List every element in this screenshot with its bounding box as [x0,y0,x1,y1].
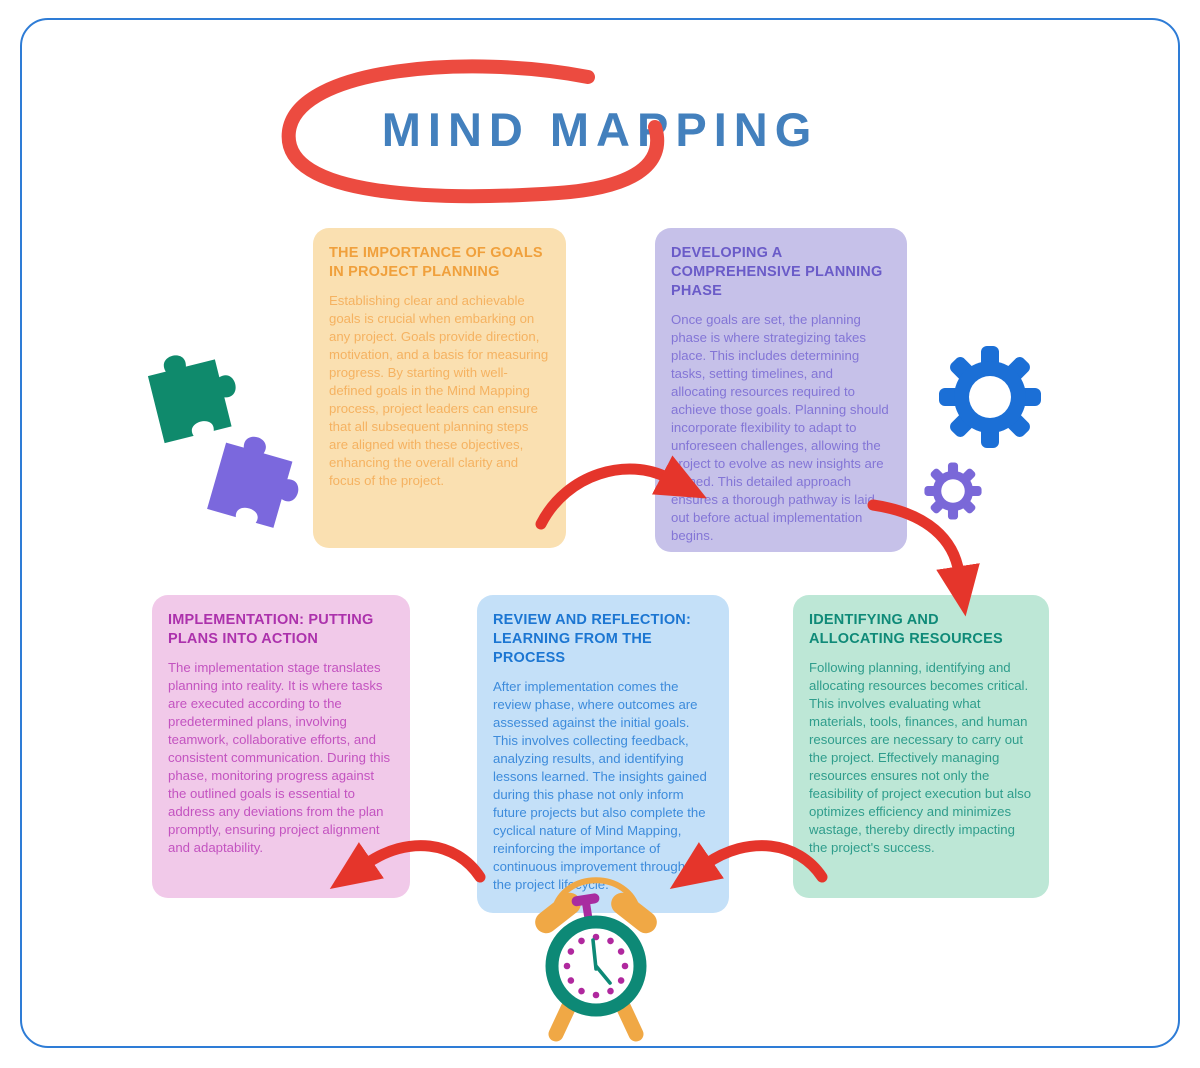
card-review-body: After implementation comes the review ph… [493,679,707,892]
card-planning-body: Once goals are set, the planning phase i… [671,312,889,543]
purple-gear-icon [924,462,982,520]
blue-gear-icon [939,346,1041,448]
card-planning-heading: DEVELOPING A COMPREHENSIVE PLANNING PHAS… [671,245,883,299]
card-resources: IDENTIFYING AND ALLOCATING RESOURCES Fol… [793,595,1049,898]
card-review: REVIEW AND REFLECTION: LEARNING FROM THE… [477,595,729,913]
card-goals-body: Establishing clear and achievable goals … [329,293,549,488]
card-implementation: IMPLEMENTATION: PUTTING PLANS INTO ACTIO… [152,595,410,898]
card-resources-body: Following planning, identifying and allo… [809,660,1032,855]
card-implementation-heading: IMPLEMENTATION: PUTTING PLANS INTO ACTIO… [168,612,374,647]
diagram-title: MIND MAPPING [381,103,819,156]
card-goals: THE IMPORTANCE OF GOALS IN PROJECT PLANN… [313,228,566,548]
card-planning: DEVELOPING A COMPREHENSIVE PLANNING PHAS… [655,228,907,552]
green-puzzle-piece-icon [147,355,236,444]
purple-puzzle-piece-icon [207,436,299,528]
card-resources-heading: IDENTIFYING AND ALLOCATING RESOURCES [809,612,1003,647]
card-review-heading: REVIEW AND REFLECTION: LEARNING FROM THE… [493,612,691,666]
card-implementation-body: The implementation stage translates plan… [168,660,391,855]
card-goals-heading: THE IMPORTANCE OF GOALS IN PROJECT PLANN… [329,245,543,280]
